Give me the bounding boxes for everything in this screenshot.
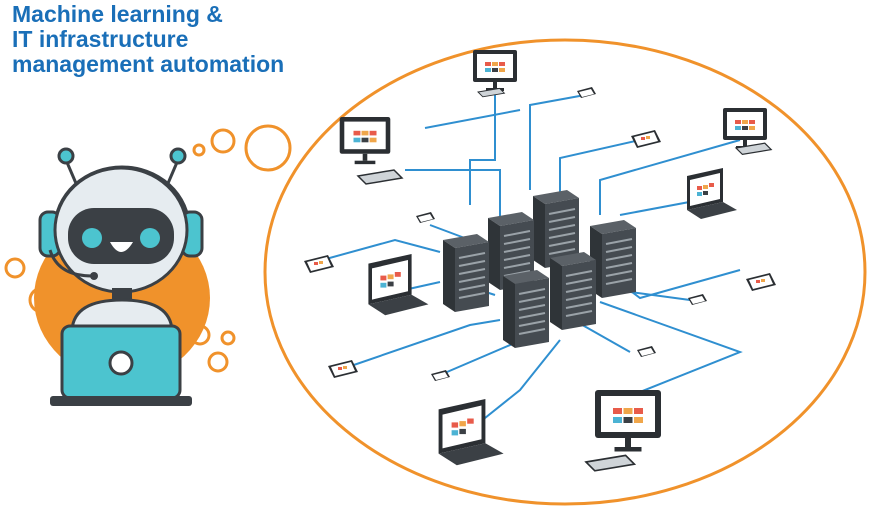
smartphone-icon (416, 212, 435, 223)
keyboard-icon (585, 454, 636, 472)
diagram-title: Machine learning & IT infrastructure man… (12, 2, 284, 77)
keyboard-icon (477, 87, 505, 98)
smartphone-icon (688, 294, 707, 305)
desktop-monitor-icon (473, 50, 517, 91)
tablet-icon (746, 273, 776, 291)
keyboard-icon (735, 142, 772, 155)
tablet-icon (631, 130, 661, 148)
robot-icon (34, 147, 210, 406)
keyboard-icon (357, 169, 403, 185)
laptop-icon (687, 168, 737, 219)
title-line-2: IT infrastructure (12, 26, 189, 52)
network-boundary-ellipse (263, 38, 867, 506)
title-line-3: management automation (12, 51, 285, 77)
laptop-icon (368, 254, 429, 316)
desktop-monitor-icon (339, 117, 391, 165)
desktop-monitor-icon (595, 390, 661, 452)
title-line-1: Machine learning & (12, 1, 223, 27)
laptop-icon (438, 399, 504, 466)
thought-bubble-icon (4, 124, 292, 373)
tablet-icon (328, 360, 358, 378)
smartphone-icon (637, 346, 656, 357)
